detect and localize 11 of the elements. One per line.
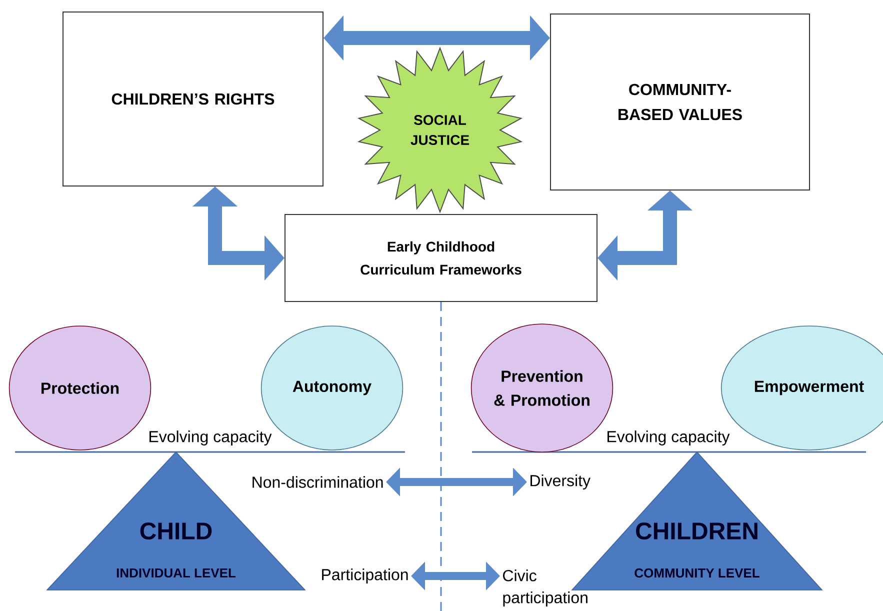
text-box: CHILDREN’S RIGHTS bbox=[62, 12, 324, 186]
text-box: COMMUNITY-BASED VALUES bbox=[550, 14, 810, 190]
node-text: Diversity bbox=[530, 474, 590, 490]
node-text: Non-discrimination bbox=[252, 476, 383, 488]
level-caption: INDIVIDUAL LEVEL bbox=[116, 568, 236, 578]
text-box: Early Childhood Curriculum Frameworks bbox=[284, 214, 598, 302]
node-text: Civic participation bbox=[503, 570, 588, 606]
level-title: CHILD bbox=[140, 522, 212, 540]
level-caption: COMMUNITY LEVEL bbox=[634, 568, 760, 578]
level-title: CHILDREN bbox=[636, 522, 758, 540]
node-text: Participation bbox=[322, 568, 408, 584]
